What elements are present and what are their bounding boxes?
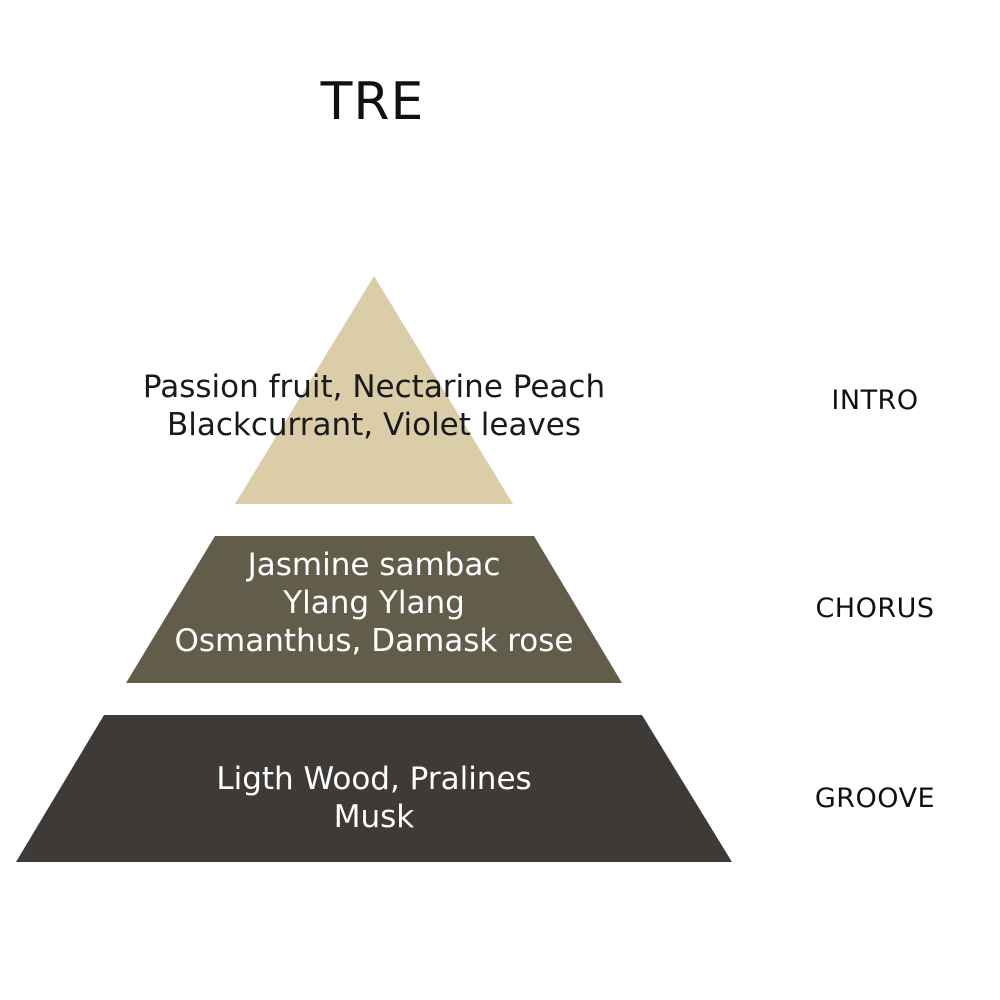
middle-notes: Jasmine sambac Ylang Ylang Osmanthus, Da… [124, 546, 624, 660]
top-tier-shape [235, 276, 513, 504]
base-notes: Ligth Wood, Pralines Musk [124, 760, 624, 836]
base-tier-shape [16, 715, 732, 862]
base-note-line: Ligth Wood, Pralines [216, 761, 532, 797]
pyramid-title: TRE [320, 72, 425, 132]
top-note-line: Passion fruit, Nectarine Peach [142, 369, 606, 405]
chorus-label: CHORUS [815, 593, 935, 624]
base-note-line: Musk [333, 799, 415, 835]
intro-label: INTRO [831, 385, 919, 416]
middle-note-line: Jasmine sambac [247, 547, 501, 583]
top-notes: Passion fruit, Nectarine Peach Blackcurr… [124, 368, 624, 444]
middle-note-line: Osmanthus, Damask rose [174, 623, 574, 659]
top-note-line: Blackcurrant, Violet leaves [166, 407, 582, 443]
middle-note-line: Ylang Ylang [283, 585, 465, 621]
groove-label: GROOVE [814, 783, 936, 814]
middle-tier-shape [126, 536, 622, 683]
